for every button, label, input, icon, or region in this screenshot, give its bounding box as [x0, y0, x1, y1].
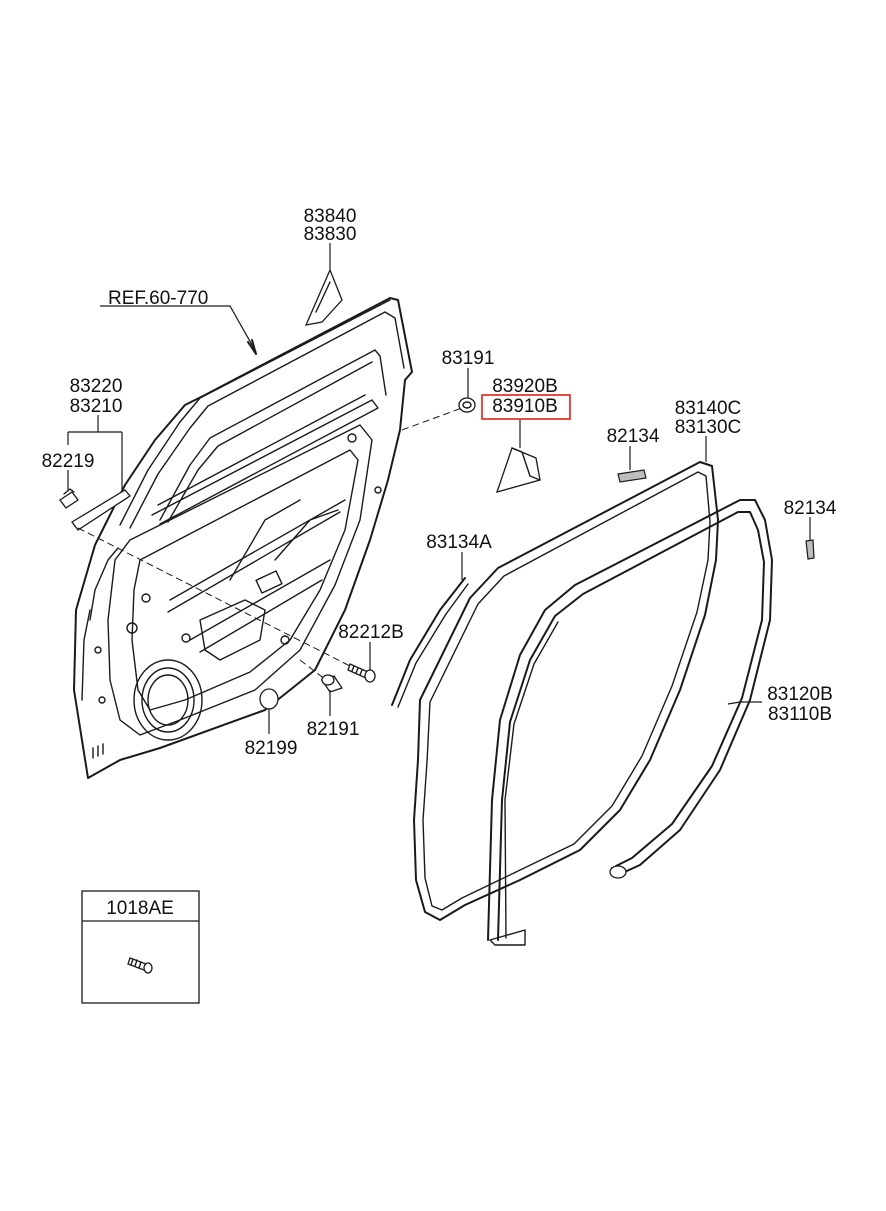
grommet-83191-drawing [458, 397, 476, 413]
label-83120B[interactable]: 83120B [767, 684, 833, 705]
weatherstrip-83130C-drawing [413, 461, 719, 921]
label-83110B[interactable]: 83110B [768, 704, 832, 725]
part-labels: 83840 83830 REF.60-770 83220 83210 82219… [42, 206, 837, 759]
label-83134A[interactable]: 83134A [426, 532, 492, 553]
label-82134-upper[interactable]: 82134 [607, 426, 660, 447]
door-glass-run-83134A-drawing [391, 577, 469, 708]
label-83220[interactable]: 83220 [70, 376, 123, 397]
label-ref-60-770[interactable]: REF.60-770 [108, 288, 208, 309]
label-83140C[interactable]: 83140C [675, 398, 742, 419]
inset-1018AE[interactable]: 1018AE [81, 890, 200, 1004]
label-82199[interactable]: 82199 [245, 738, 298, 759]
weatherstrip-83110B-drawing [487, 499, 773, 946]
assembly-line-bushing [299, 659, 327, 681]
delta-moulding-83910B-drawing [495, 447, 541, 493]
pad-82134-right-drawing [805, 539, 815, 560]
assembly-line-bolt [77, 527, 351, 667]
clip-82219-drawing [59, 488, 79, 509]
label-83191[interactable]: 83191 [442, 348, 495, 369]
label-83920B[interactable]: 83920B [492, 376, 558, 397]
leader-lines [67, 243, 811, 734]
label-82212B[interactable]: 82212B [338, 622, 404, 643]
inset-title: 1018AE [106, 898, 174, 919]
screw-icon [127, 957, 153, 974]
label-83830[interactable]: 83830 [304, 224, 357, 245]
highlight-83910B [481, 394, 571, 420]
label-83840[interactable]: 83840 [304, 206, 357, 227]
label-82134-right[interactable]: 82134 [784, 498, 837, 519]
bolt-82212B-drawing [347, 663, 376, 683]
label-82219[interactable]: 82219 [42, 451, 95, 472]
garnish-83840-drawing [304, 268, 343, 326]
assembly-line-grommet [401, 407, 463, 431]
door-panel-drawing [73, 297, 413, 779]
label-83210[interactable]: 83210 [70, 396, 123, 417]
label-83910B[interactable]: 83910B [492, 396, 558, 417]
label-83130C[interactable]: 83130C [675, 417, 742, 438]
bushing-82191-drawing [320, 674, 344, 693]
plug-82199-drawing [259, 688, 279, 710]
label-82191[interactable]: 82191 [307, 719, 360, 740]
pad-82134-upper-drawing [617, 469, 647, 483]
sash-trim-83210-drawing [71, 489, 131, 531]
